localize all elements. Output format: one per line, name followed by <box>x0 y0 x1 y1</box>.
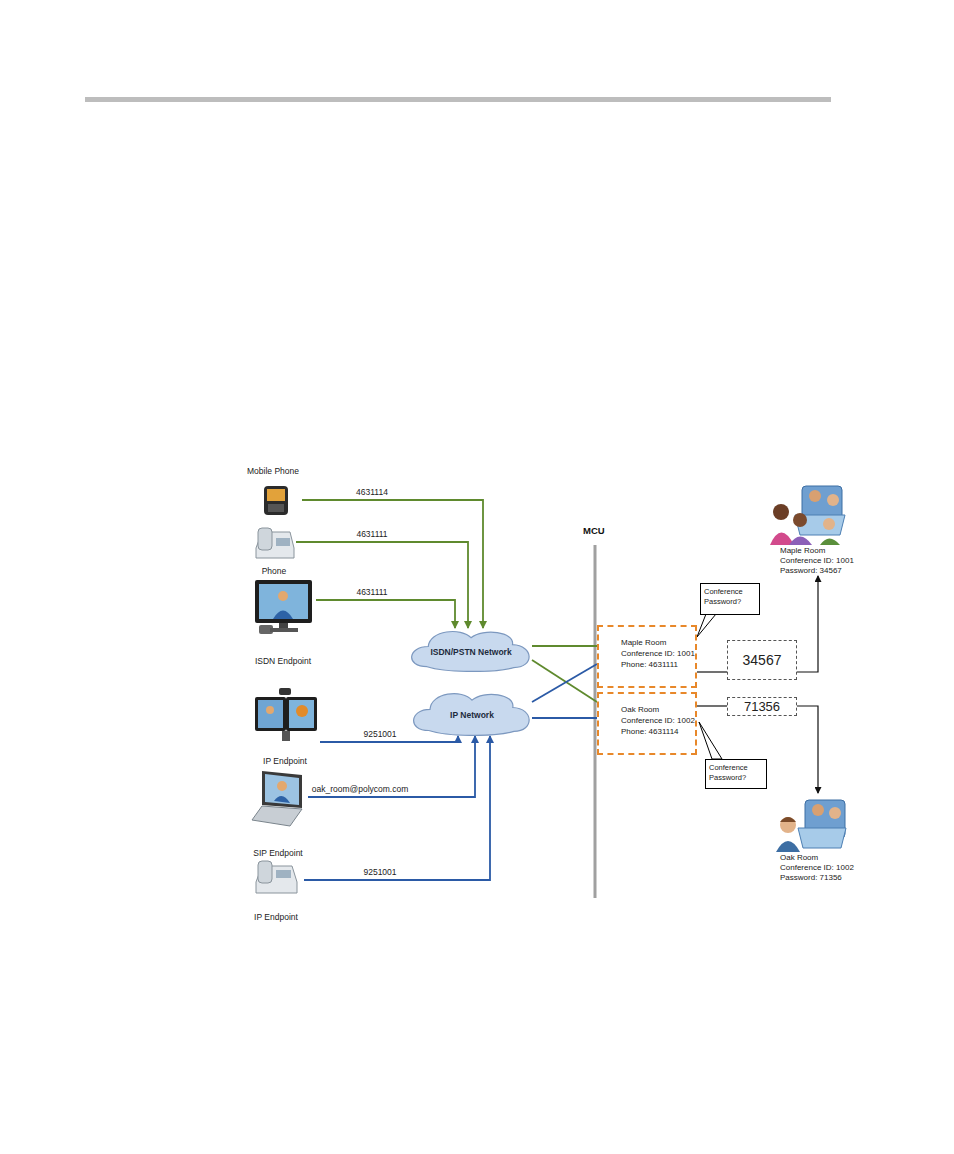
callout-bubble: Conference Password? <box>700 583 760 615</box>
ip-endpoint-icon <box>255 688 317 741</box>
connector <box>532 645 597 647</box>
callout-tail <box>699 722 722 759</box>
ip-phone-icon <box>256 861 297 893</box>
dial-string: 4631111 <box>354 529 389 540</box>
network-label: ISDN/PSTN Network <box>430 647 511 657</box>
device-group-label: MCU <box>583 525 605 536</box>
phone: Phone <box>252 526 296 576</box>
network-cloud: IP Network <box>412 690 532 736</box>
network-label: IP Network <box>450 710 494 720</box>
password-value: 71356 <box>744 699 780 714</box>
room-caption: Password: 71356 <box>780 873 868 883</box>
phone-icon <box>256 528 294 558</box>
conference-room-box: Oak RoomConference ID: 1002Phone: 463111… <box>597 692 697 755</box>
meeting-people-icon <box>776 800 846 852</box>
callout-text: Conference Password? <box>709 763 763 783</box>
connector <box>697 671 727 672</box>
ip-endpoint: IP Endpoint <box>250 686 320 766</box>
room-caption: Conference ID: 1002 <box>780 863 868 873</box>
dial-string: oak_room@polycom.com <box>310 784 411 795</box>
network-cloud: ISDN/PSTN Network <box>410 628 532 672</box>
room-info: Oak Room <box>621 704 692 715</box>
connector <box>532 664 597 702</box>
connector <box>797 576 818 672</box>
top-rule <box>85 97 831 102</box>
connector <box>316 600 455 628</box>
sip-endpoint: SIP Endpoint <box>248 768 308 858</box>
ip-endpoint: IP Endpoint <box>248 858 304 922</box>
dial-string: 9251001 <box>361 729 398 740</box>
connector <box>797 706 818 793</box>
password-value: 34567 <box>743 652 782 668</box>
connector <box>308 736 475 797</box>
conference-room-box: Maple RoomConference ID: 1001Phone: 4631… <box>597 625 697 688</box>
connector <box>532 660 597 702</box>
dial-string: 9251001 <box>361 867 398 878</box>
meeting-room-group: Oak RoomConference ID: 1002Password: 713… <box>768 793 868 883</box>
connector <box>296 542 468 628</box>
isdn-endpoint-icon <box>255 580 312 634</box>
password-box: 34567 <box>727 640 797 680</box>
device-label: SIP Endpoint <box>253 848 302 858</box>
device-label: IP Endpoint <box>254 912 298 922</box>
sip-laptop-icon <box>252 771 302 826</box>
room-info: Phone: 4631114 <box>621 726 692 737</box>
dial-string: 4631114 <box>354 487 390 498</box>
connector <box>304 736 490 880</box>
mobile-phone: Mobile Phone <box>244 466 302 518</box>
meeting-room-group: Maple RoomConference ID: 1001Password: 3… <box>768 478 868 576</box>
device-label: Phone <box>262 566 287 576</box>
device-label: IP Endpoint <box>263 756 307 766</box>
room-caption: Password: 34567 <box>780 566 868 576</box>
room-caption: Maple Room <box>780 546 868 556</box>
device-label: ISDN Endpoint <box>255 656 311 666</box>
room-caption: Conference ID: 1001 <box>780 556 868 566</box>
room-info: Conference ID: 1001 <box>621 648 692 659</box>
room-info: Phone: 4631111 <box>621 659 692 670</box>
room-caption: Oak Room <box>780 853 868 863</box>
meeting-people-icon <box>770 486 845 545</box>
callout-bubble: Conference Password? <box>705 759 767 789</box>
mobile-phone-icon <box>264 486 288 515</box>
connector <box>697 705 727 706</box>
room-info: Conference ID: 1002 <box>621 715 692 726</box>
connector <box>532 717 597 719</box>
password-box: 71356 <box>727 697 797 716</box>
dial-string: 4631111 <box>354 587 389 598</box>
callout-tail <box>697 614 716 637</box>
callout-text: Conference Password? <box>704 587 756 607</box>
room-info: Maple Room <box>621 637 692 648</box>
device-label: Mobile Phone <box>247 466 299 476</box>
connector <box>302 500 483 628</box>
isdn-endpoint: ISDN Endpoint <box>250 578 316 666</box>
